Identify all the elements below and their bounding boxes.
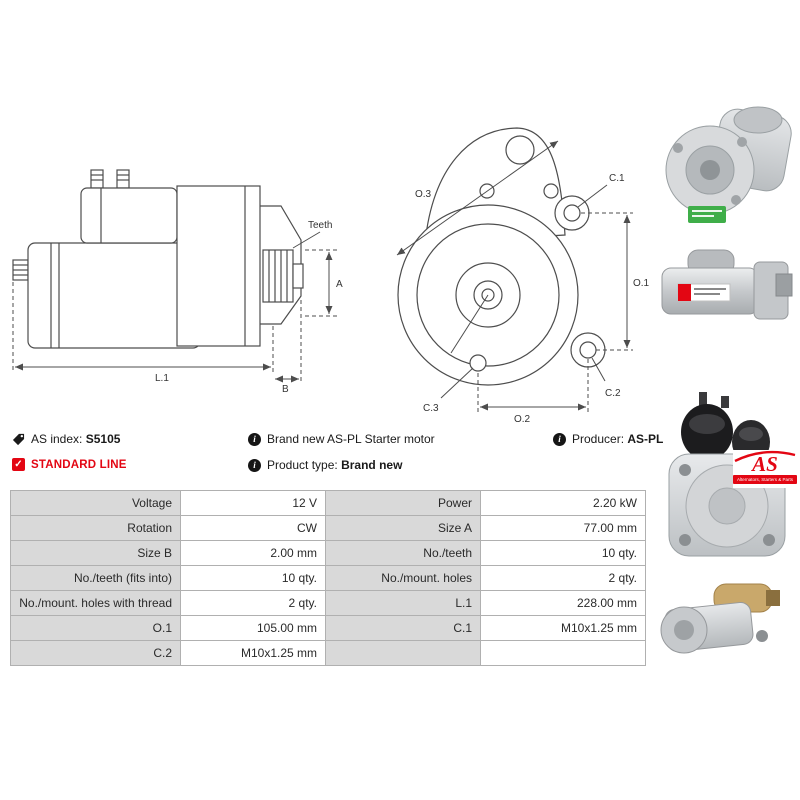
dim-label-o3: O.3 (415, 189, 432, 200)
product-type-label: Product type: (267, 458, 338, 472)
product-type-value: Brand new (341, 458, 403, 472)
dim-label-a: A (336, 279, 343, 290)
dim-label-teeth: Teeth (308, 220, 332, 231)
as-index-label: AS index: (31, 432, 83, 446)
spec-value: M10x1.25 mm (480, 615, 646, 641)
dim-label-c3: C.3 (423, 403, 439, 414)
table-row: Rotation CW Size A 77.00 mm (10, 515, 646, 541)
spec-label: Power (325, 490, 481, 516)
table-row: C.2 M10x1.25 mm (10, 640, 646, 666)
spec-value: 12 V (180, 490, 326, 516)
front-view-dimensions (396, 140, 633, 413)
spec-value: 228.00 mm (480, 590, 646, 616)
spec-label: Rotation (10, 515, 181, 541)
spec-value: 10 qty. (180, 565, 326, 591)
spec-label: No./mount. holes with thread (10, 590, 181, 616)
info-icon: i (248, 458, 261, 472)
table-row: No./teeth (fits into) 10 qty. No./mount.… (10, 565, 646, 591)
dim-label-o1: O.1 (633, 278, 650, 289)
table-row: Size B 2.00 mm No./teeth 10 qty. (10, 540, 646, 566)
spec-value: 2 qty. (480, 565, 646, 591)
logo-text: AS (752, 452, 778, 476)
spec-label: Size A (325, 515, 481, 541)
starter-front-outline (397, 127, 606, 386)
check-icon: ✓ (12, 458, 25, 471)
table-row: O.1 105.00 mm C.1 M10x1.25 mm (10, 615, 646, 641)
spec-label: No./teeth (325, 540, 481, 566)
brand-new-text: Brand new AS-PL Starter motor (267, 432, 435, 446)
dim-label-o2: O.2 (514, 414, 531, 425)
spec-value (480, 640, 646, 666)
product-photo-4 (660, 583, 780, 654)
product-type: i Product type: Brand new (248, 458, 402, 472)
dim-label-c2: C.2 (605, 388, 621, 399)
front-view-drawing: O.3 C.1 O.1 C.2 C.3 O.2 (396, 127, 650, 425)
spec-value: 2.00 mm (180, 540, 326, 566)
spec-label: O.1 (10, 615, 181, 641)
spec-value: 10 qty. (480, 540, 646, 566)
product-photo-2 (661, 249, 793, 320)
spec-label: Size B (10, 540, 181, 566)
spec-label: C.1 (325, 615, 481, 641)
dim-label-c1: C.1 (609, 173, 625, 184)
product-type-text: Product type: Brand new (267, 458, 402, 472)
producer-value: AS-PL (627, 432, 664, 446)
producer-label: Producer: (572, 432, 625, 446)
brand-new-note: i Brand new AS-PL Starter motor (248, 432, 435, 446)
spec-label (325, 640, 481, 666)
spec-label: C.2 (10, 640, 181, 666)
spec-label: No./mount. holes (325, 565, 481, 591)
product-photo-1 (665, 106, 792, 223)
spec-label: Voltage (10, 490, 181, 516)
producer-text: Producer: AS-PL (572, 432, 663, 446)
spec-value: CW (180, 515, 326, 541)
table-row: Voltage 12 V Power 2.20 kW (10, 490, 646, 516)
side-view-drawing: Teeth A L.1 B (12, 169, 343, 393)
as-index-text: AS index: S5105 (31, 432, 120, 446)
spec-value: 2 qty. (180, 590, 326, 616)
producer: i Producer: AS-PL (553, 432, 663, 446)
side-view-dimensions (12, 231, 337, 384)
info-icon: i (248, 432, 261, 446)
dim-label-b: B (282, 384, 289, 393)
logo-swoosh-icon (734, 450, 796, 462)
standard-line-label: STANDARD LINE (31, 458, 127, 471)
tag-icon (12, 433, 25, 445)
standard-line-badge: ✓ STANDARD LINE (12, 458, 127, 471)
spec-label: L.1 (325, 590, 481, 616)
as-index: AS index: S5105 (12, 432, 120, 446)
starter-side-outline (12, 169, 304, 349)
info-icon: i (553, 432, 566, 446)
spec-label: No./teeth (fits into) (10, 565, 181, 591)
spec-value: 2.20 kW (480, 490, 646, 516)
as-index-value: S5105 (85, 432, 121, 446)
spec-value: 105.00 mm (180, 615, 326, 641)
spec-table: Voltage 12 V Power 2.20 kW Rotation CW S… (10, 490, 646, 666)
spec-value: M10x1.25 mm (180, 640, 326, 666)
logo-tagline: Alternators, Starters & Parts (733, 475, 797, 484)
dim-label-l1: L.1 (155, 373, 169, 384)
table-row: No./mount. holes with thread 2 qty. L.1 … (10, 590, 646, 616)
product-photo-column (655, 0, 800, 800)
aspl-logo: AS Alternators, Starters & Parts (733, 450, 797, 488)
spec-value: 77.00 mm (480, 515, 646, 541)
